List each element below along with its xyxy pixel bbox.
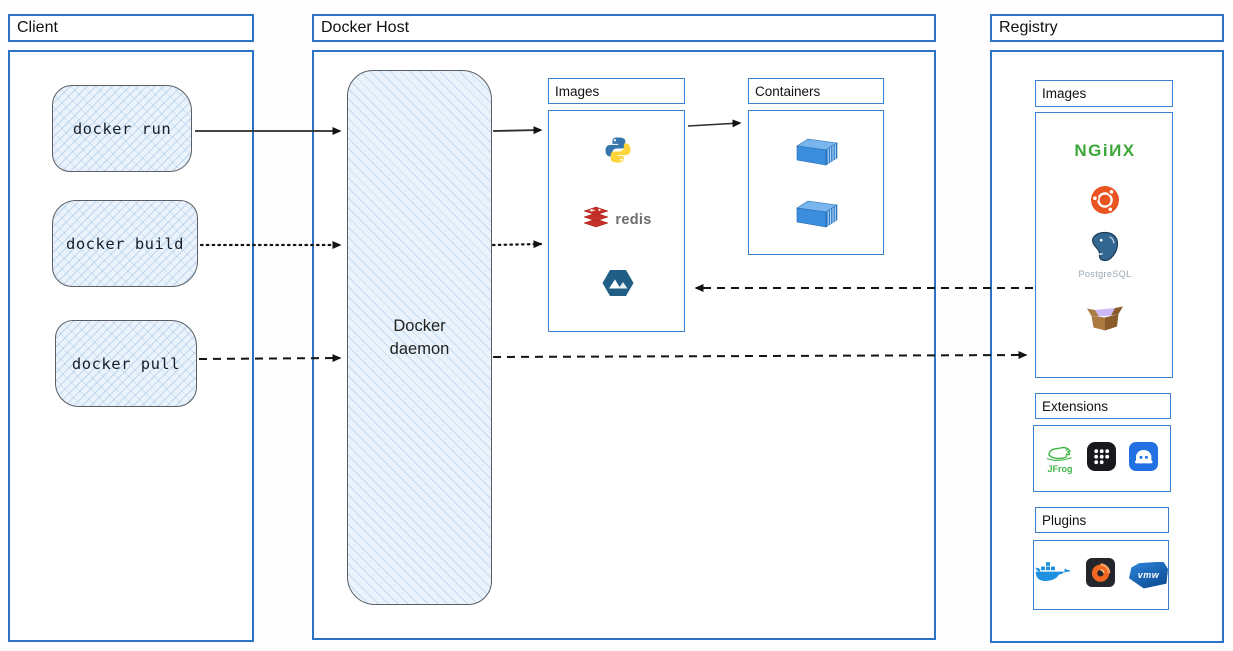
registry-images-box: NGiИX PostgreSQ: [1035, 112, 1173, 378]
host-images-title: Images: [548, 78, 685, 104]
vmware-label: vmw: [1137, 570, 1160, 580]
python-icon: [549, 135, 686, 165]
vmware-icon: vmw: [1129, 561, 1168, 589]
client-panel-title: Client: [8, 14, 254, 42]
redis-logo: redis: [549, 206, 686, 233]
postgresql-icon: [1088, 231, 1122, 268]
registry-panel-title: Registry: [990, 14, 1224, 42]
docker-build-label: docker build: [66, 234, 184, 253]
host-containers-title-label: Containers: [755, 83, 821, 99]
docker-host-title-label: Docker Host: [321, 19, 410, 36]
docker-host-panel-title: Docker Host: [312, 14, 936, 42]
registry-extensions-title-label: Extensions: [1042, 398, 1109, 414]
jfrog-icon: [1045, 444, 1075, 465]
host-images-box: redis: [548, 110, 685, 332]
registry-plugins-title-label: Plugins: [1042, 512, 1087, 528]
ubuntu-icon: [1036, 185, 1174, 215]
host-images-title-label: Images: [555, 83, 600, 99]
postgresql-logo: PostgreSQL: [1036, 231, 1174, 279]
registry-images-title: Images: [1035, 80, 1173, 107]
alpine-icon: [549, 269, 686, 297]
registry-extensions-box: JFrog: [1033, 425, 1171, 492]
postgresql-label: PostgreSQL: [1078, 269, 1132, 279]
client-title-label: Client: [17, 19, 58, 36]
registry-plugins-title: Plugins: [1035, 507, 1169, 533]
dot-grid-icon: [1086, 441, 1117, 477]
host-containers-box: [748, 110, 884, 255]
container-icon: [749, 198, 885, 228]
registry-extensions-title: Extensions: [1035, 393, 1171, 419]
node-docker-pull: docker pull: [55, 320, 197, 407]
node-docker-run: docker run: [52, 85, 192, 172]
node-docker-daemon: Docker daemon: [347, 70, 492, 605]
registry-title-label: Registry: [999, 19, 1058, 36]
docker-whale-icon: [1034, 559, 1072, 592]
registry-images-title-label: Images: [1042, 86, 1087, 101]
nginx-logo: NGiИX: [1036, 141, 1174, 161]
nginx-label: NGiИX: [1074, 141, 1136, 160]
package-box-icon: [1036, 301, 1174, 333]
redis-icon: [583, 206, 610, 233]
docker-pull-label: docker pull: [71, 354, 181, 373]
docker-run-label: docker run: [72, 119, 172, 138]
node-docker-build: docker build: [52, 200, 198, 287]
docker-daemon-label: Docker daemon: [389, 317, 450, 358]
robot-dome-icon: [1128, 441, 1159, 477]
host-containers-title: Containers: [748, 78, 884, 104]
container-icon: [749, 136, 885, 166]
jfrog-label: JFrog: [1047, 463, 1073, 474]
jfrog-logo: JFrog: [1045, 444, 1075, 474]
grafana-icon: [1085, 557, 1116, 593]
redis-label: redis: [615, 211, 652, 228]
registry-plugins-box: vmw: [1033, 540, 1169, 610]
